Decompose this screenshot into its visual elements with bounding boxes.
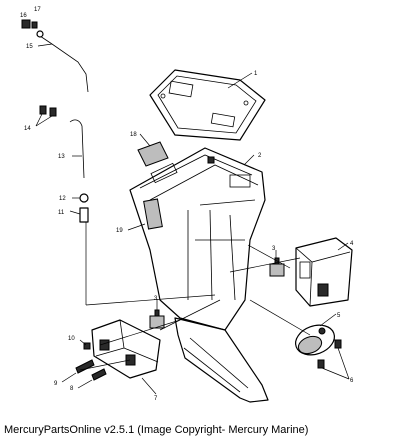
callout-8: 8 bbox=[70, 386, 74, 392]
callout-1: 1 bbox=[254, 71, 258, 77]
screw-14-part bbox=[39, 105, 57, 117]
gasket-part bbox=[149, 69, 266, 141]
exploded-parts-diagram: 1 2 3 3 4 5 6 7 8 9 10 11 12 13 14 15 bbox=[20, 7, 354, 403]
link-rod-part bbox=[21, 19, 89, 93]
image-caption: MercuryPartsOnline v2.5.1 (Image Copyrig… bbox=[4, 424, 309, 436]
callout-14: 14 bbox=[24, 126, 31, 132]
callout-labels: 1 2 3 3 4 5 6 7 8 9 10 11 12 13 14 15 bbox=[20, 7, 354, 402]
lower-skeg-part bbox=[174, 317, 269, 403]
callout-15: 15 bbox=[26, 44, 33, 50]
mount-cover-part bbox=[295, 324, 335, 356]
assembly-leader-lines bbox=[79, 222, 311, 371]
callout-11: 11 bbox=[58, 210, 65, 216]
callout-7: 7 bbox=[154, 396, 158, 402]
callout-19: 19 bbox=[116, 228, 123, 234]
callout-5: 5 bbox=[337, 313, 341, 319]
mount-bracket-right-part bbox=[295, 237, 353, 307]
callout-6: 6 bbox=[350, 378, 354, 384]
callout-9: 9 bbox=[54, 381, 58, 387]
callout-10: 10 bbox=[68, 336, 75, 342]
callout-16: 16 bbox=[20, 13, 27, 19]
callout-17: 17 bbox=[34, 7, 41, 13]
driveshaft-housing-part bbox=[129, 147, 266, 331]
shift-shaft-part bbox=[69, 119, 89, 223]
callout-13: 13 bbox=[58, 154, 65, 160]
callout-4: 4 bbox=[350, 241, 354, 247]
callout-3-left: 3 bbox=[154, 296, 158, 302]
callout-18: 18 bbox=[130, 132, 137, 138]
mount-bracket-left-part bbox=[91, 319, 161, 379]
callout-12: 12 bbox=[59, 196, 66, 202]
callout-3-right: 3 bbox=[272, 246, 276, 252]
plate-part bbox=[137, 141, 169, 167]
callout-2: 2 bbox=[258, 153, 262, 159]
